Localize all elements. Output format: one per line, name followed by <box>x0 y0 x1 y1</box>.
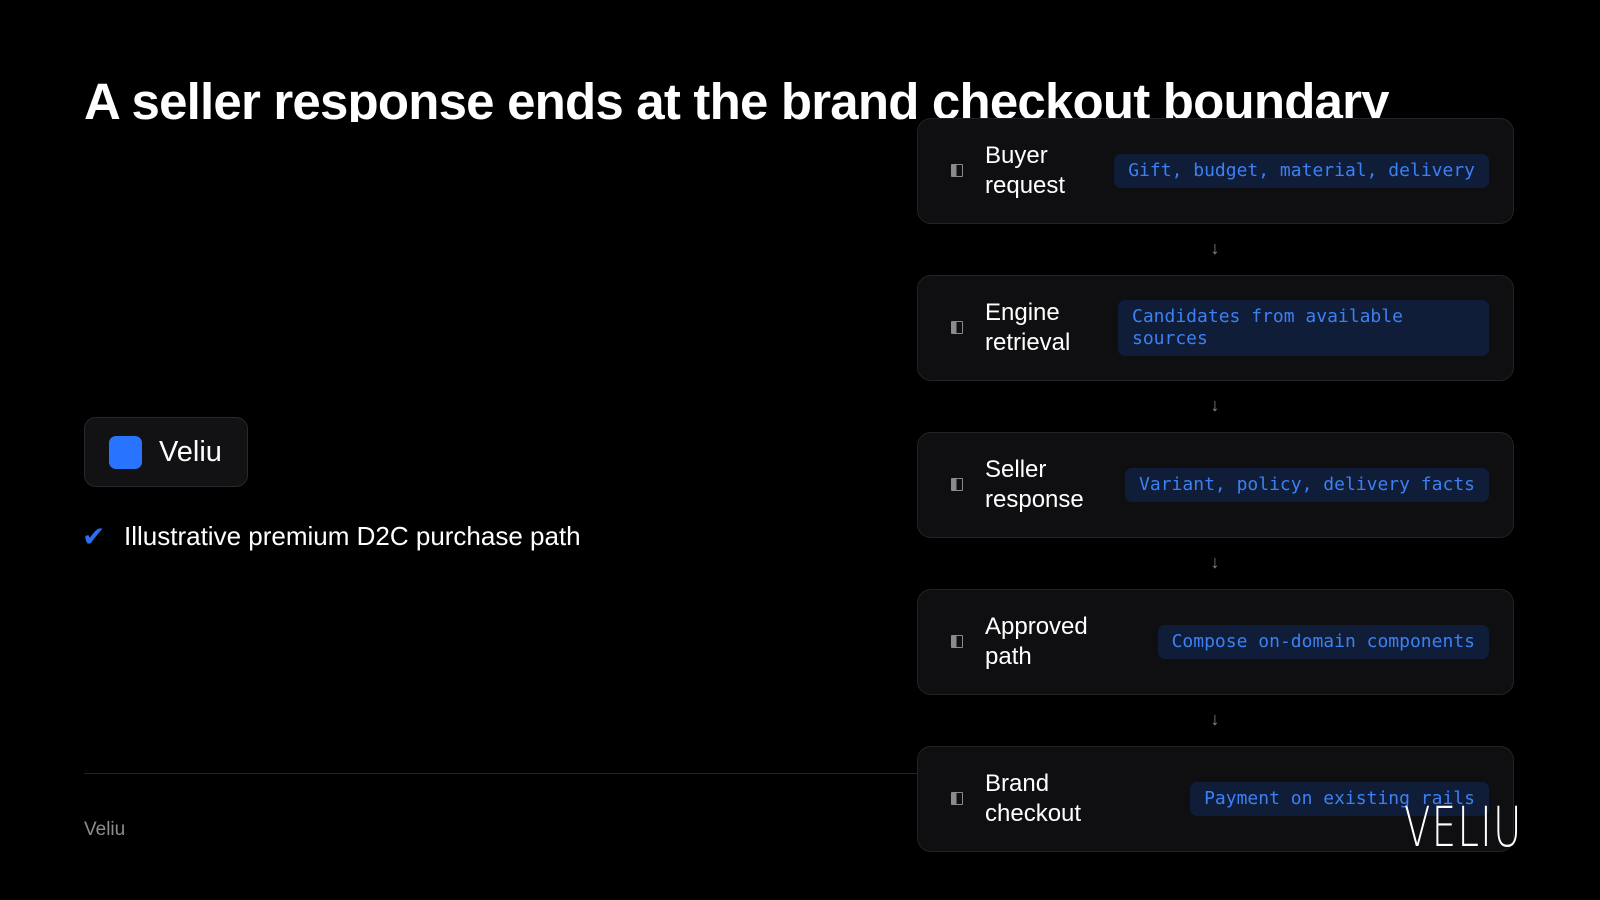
arrow-down-icon: ↓ <box>1210 238 1220 258</box>
brand-chip-name: Veliu <box>159 435 222 468</box>
footer-label: Veliu <box>84 819 126 840</box>
bullet-item: ✔ Illustrative premium D2C purchase path <box>82 520 581 553</box>
flow-step-tag: Payment on existing rails <box>1190 782 1489 816</box>
flow-step-buyer-request: Buyer request Gift, budget, material, de… <box>917 118 1514 224</box>
check-icon: ✔ <box>82 521 106 552</box>
flow-step-label: Approved path <box>985 613 1088 670</box>
arrow-down-icon: ↓ <box>1210 552 1220 572</box>
flow-step-tag: Candidates from available sources <box>1118 300 1489 356</box>
footer-divider <box>84 773 924 774</box>
veliu-logo: VELIU <box>1404 795 1523 859</box>
panel-icon <box>951 164 963 177</box>
flow-step-label: Engine retrieval <box>985 299 1071 356</box>
flow-step-label: Seller response <box>985 456 1084 513</box>
panel-icon <box>951 478 963 491</box>
flow-step-tag: Variant, policy, delivery facts <box>1125 468 1489 502</box>
flow-step-engine-retrieval: Engine retrieval Candidates from availab… <box>917 275 1514 381</box>
flow-step-approved-path: Approved path Compose on-domain componen… <box>917 589 1514 695</box>
flow-step-seller-response: Seller response Variant, policy, deliver… <box>917 432 1514 538</box>
slide-title: A seller response ends at the brand chec… <box>84 73 1389 122</box>
flow-step-brand-checkout: Brand checkout Payment on existing rails <box>917 746 1514 852</box>
arrow-down-icon: ↓ <box>1210 709 1220 729</box>
flow-step-tag: Gift, budget, material, delivery <box>1114 154 1489 188</box>
flow-step-label: Brand checkout <box>985 770 1082 827</box>
panel-icon <box>951 792 963 805</box>
flow-step-tag: Compose on-domain components <box>1157 625 1489 659</box>
brand-square-icon <box>109 435 142 469</box>
bullet-text: Illustrative premium D2C purchase path <box>124 521 581 551</box>
flow-step-label: Buyer request <box>985 142 1066 199</box>
panel-icon <box>951 321 963 334</box>
panel-icon <box>951 635 963 648</box>
arrow-down-icon: ↓ <box>1210 395 1220 415</box>
brand-chip: Veliu <box>84 417 248 487</box>
